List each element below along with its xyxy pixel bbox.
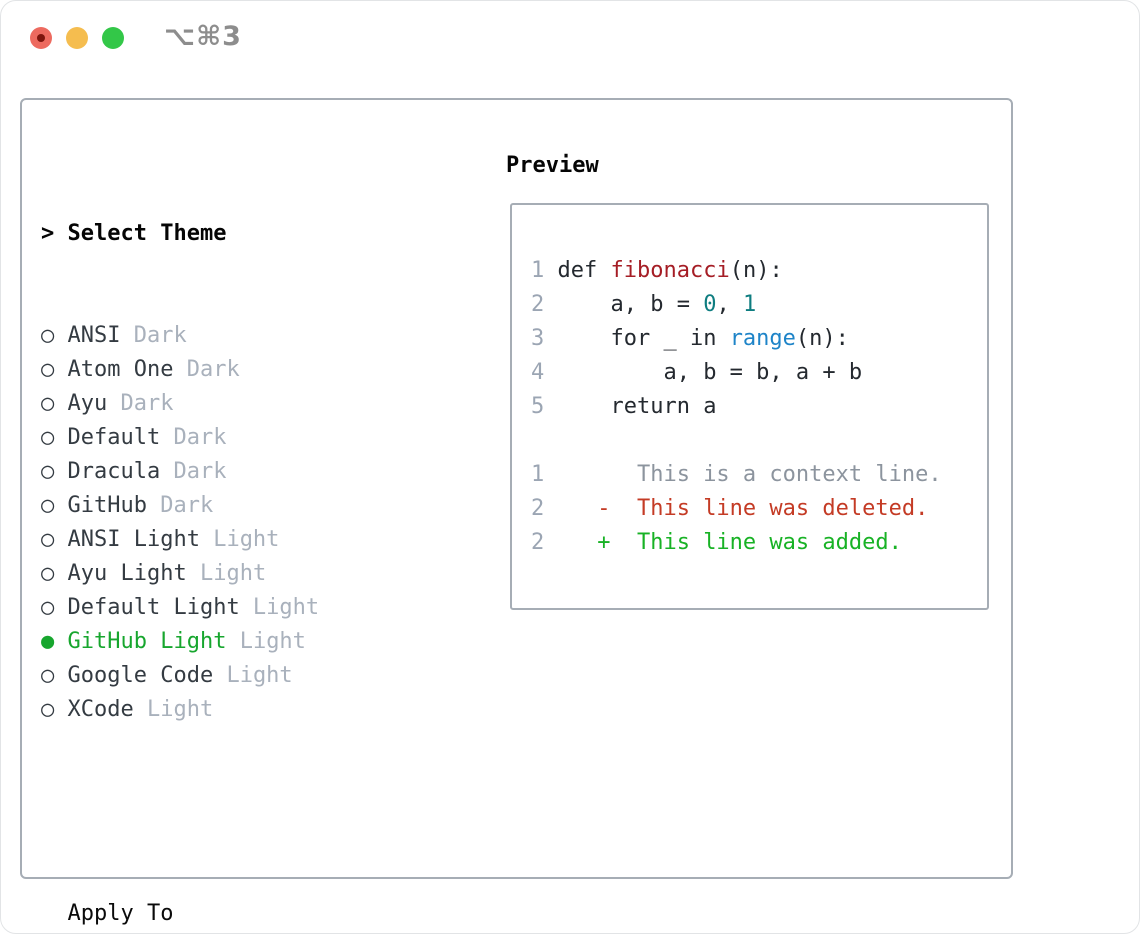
code-token-number: 0 — [703, 292, 717, 317]
theme-option[interactable]: ○ GitHub Dark — [41, 489, 412, 523]
code-line: 3 for _ in range(n): — [531, 322, 987, 356]
theme-option[interactable]: ○ Google Code Light — [41, 659, 412, 693]
code-token-code: (n): — [795, 326, 849, 351]
code-token-code: a, b = — [557, 292, 704, 317]
theme-variant: Dark — [160, 425, 227, 450]
code-token-code: (n): — [729, 258, 783, 283]
blank-line — [531, 424, 987, 458]
code-token-number: 1 — [742, 292, 757, 317]
theme-option[interactable]: ● GitHub Light Light — [41, 625, 412, 659]
theme-name: Ayu Light — [67, 561, 187, 586]
line-number: 3 — [531, 326, 545, 351]
line-number: 1 — [531, 462, 545, 487]
code-token-code: return a — [557, 394, 717, 419]
theme-variant: Light — [226, 629, 306, 654]
radio-icon: ○ — [41, 459, 55, 484]
theme-variant: Dark — [173, 357, 240, 382]
theme-variant: Dark — [120, 323, 187, 348]
theme-list: ○ ANSI Dark○ Atom One Dark○ Ayu Dark○ De… — [41, 319, 412, 727]
theme-name: XCode — [67, 697, 134, 722]
radio-icon: ○ — [41, 425, 55, 450]
theme-name: Default — [67, 425, 161, 450]
theme-variant: Dark — [107, 391, 174, 416]
theme-variant: Light — [186, 561, 267, 586]
theme-name: Default Light — [67, 595, 240, 620]
code-line: 1 def fibonacci(n): — [531, 254, 987, 288]
apply-to-heading: Apply To — [67, 901, 174, 926]
minimize-button[interactable] — [66, 27, 88, 49]
preview-heading: Preview — [506, 153, 599, 178]
theme-name: GitHub — [67, 493, 147, 518]
theme-option[interactable]: ○ ANSI Light Light — [41, 523, 412, 557]
line-number: 2 — [531, 530, 545, 555]
theme-option[interactable]: ○ Atom One Dark — [41, 353, 412, 387]
theme-option[interactable]: ○ XCode Light — [41, 693, 412, 727]
modified-dot-icon — [37, 34, 45, 42]
radio-icon: ○ — [41, 323, 55, 348]
code-token-code: , — [716, 292, 743, 317]
theme-option[interactable]: ○ ANSI Dark — [41, 319, 412, 353]
theme-variant: Light — [239, 595, 320, 620]
code-token-code: def — [557, 258, 611, 283]
theme-variant: Light — [199, 527, 280, 552]
code-token-code: for _ in — [557, 326, 730, 351]
diff-line: 2 - This line was deleted. — [531, 492, 987, 526]
theme-name: ANSI — [67, 323, 121, 348]
theme-name: Atom One — [67, 357, 174, 382]
radio-icon: ○ — [41, 697, 55, 722]
radio-icon: ○ — [41, 595, 55, 620]
select-theme-heading: > Select Theme — [41, 217, 412, 251]
zoom-button[interactable] — [102, 27, 124, 49]
code-line: 5 return a — [531, 390, 987, 424]
diff-context-text: This is a context line. — [544, 462, 942, 487]
select-theme-title: Select Theme — [67, 221, 227, 246]
line-number: 2 — [531, 496, 545, 521]
theme-name: GitHub Light — [67, 629, 227, 654]
code-token-code: a, b = b, a + b — [557, 360, 863, 385]
radio-icon: ○ — [41, 493, 55, 518]
theme-option[interactable]: ○ Default Light Light — [41, 591, 412, 625]
theme-option[interactable]: ○ Ayu Dark — [41, 387, 412, 421]
code-token-builtin: range — [729, 326, 796, 351]
diff-line: 2 + This line was added. — [531, 526, 987, 560]
theme-option[interactable]: ○ Ayu Light Light — [41, 557, 412, 591]
spacer — [41, 795, 412, 829]
theme-option[interactable]: ○ Default Dark — [41, 421, 412, 455]
theme-variant: Light — [213, 663, 293, 688]
radio-icon: ○ — [41, 391, 55, 416]
window-shortcut-label: ⌥⌘3 — [164, 21, 242, 52]
theme-variant: Light — [133, 697, 214, 722]
radio-icon: ○ — [41, 527, 55, 552]
code-line: 2 a, b = 0, 1 — [531, 288, 987, 322]
theme-picker-column: > Select Theme ○ ANSI Dark○ Atom One Dar… — [41, 149, 412, 933]
radio-icon: ○ — [41, 663, 55, 688]
code-token-func: fibonacci — [610, 258, 730, 283]
theme-dialog: > Select Theme ○ ANSI Dark○ Atom One Dar… — [20, 98, 1013, 926]
diff-added-text: + This line was added. — [544, 530, 902, 555]
radio-icon: ○ — [41, 357, 55, 382]
theme-name: Dracula — [67, 459, 161, 484]
close-button[interactable] — [30, 27, 52, 49]
code-line: 4 a, b = b, a + b — [531, 356, 987, 390]
diff-line: 1 This is a context line. — [531, 458, 987, 492]
theme-name: Google Code — [67, 663, 214, 688]
prompt-icon: > — [41, 221, 55, 246]
theme-variant: Dark — [160, 459, 227, 484]
theme-option[interactable]: ○ Dracula Dark — [41, 455, 412, 489]
theme-variant: Dark — [146, 493, 214, 518]
radio-selected-icon: ● — [41, 629, 55, 654]
line-number: 5 — [531, 394, 545, 419]
diff-deleted-text: - This line was deleted. — [544, 496, 929, 521]
line-number: 2 — [531, 292, 545, 317]
line-number: 4 — [531, 360, 545, 385]
line-number: 1 — [531, 258, 545, 283]
theme-name: Ayu — [67, 391, 108, 416]
radio-icon: ○ — [41, 561, 55, 586]
theme-name: ANSI Light — [67, 527, 200, 552]
